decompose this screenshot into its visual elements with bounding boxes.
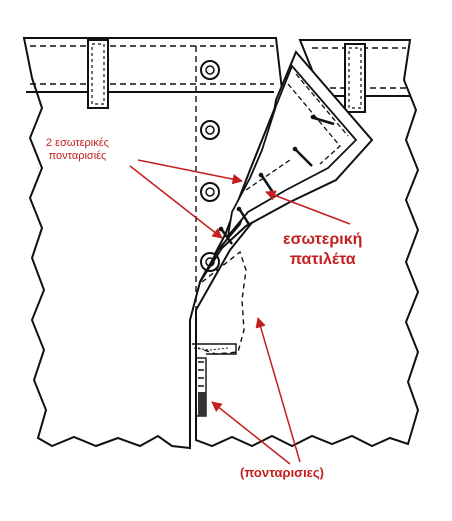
label-inner-stitching-line2: ποντα­ρισιές [48,149,107,162]
label-inner-facing-line1: εσωτερική [283,231,363,248]
arrow-inner-facing [265,190,351,225]
arrow-stitches-1 [255,316,301,463]
inner-facing-strip [226,64,358,240]
facing-stitch-line [295,73,349,137]
label-inner-stitching: 2 εσωτερικές ποντα­ρισιές [46,137,109,162]
right-belt-loop [344,43,366,113]
buttonholes [218,114,335,245]
facing-stitch-line [245,159,291,191]
label-inner-facing-line2: πατιλέτα [289,251,356,268]
label-inner-facing: εσωτερική πατιλέτα [283,230,362,270]
annotation-arrows [129,159,351,465]
zipper-stitches [192,343,237,417]
arrow-inner-stitch-2 [129,165,223,239]
fly-buttons [200,60,220,272]
button [200,182,220,202]
left-belt-loop [87,39,109,109]
label-stitches: (ποντα­ρισιες) [240,465,324,480]
arrow-inner-stitch-1 [137,159,244,185]
button [200,60,220,80]
label-inner-stitching-line1: 2 εσωτερικές [46,137,109,149]
under-facing-outline [197,250,247,355]
button [200,120,220,140]
facing-stitch-line [287,83,341,165]
arrow-stitches-2 [211,401,291,465]
